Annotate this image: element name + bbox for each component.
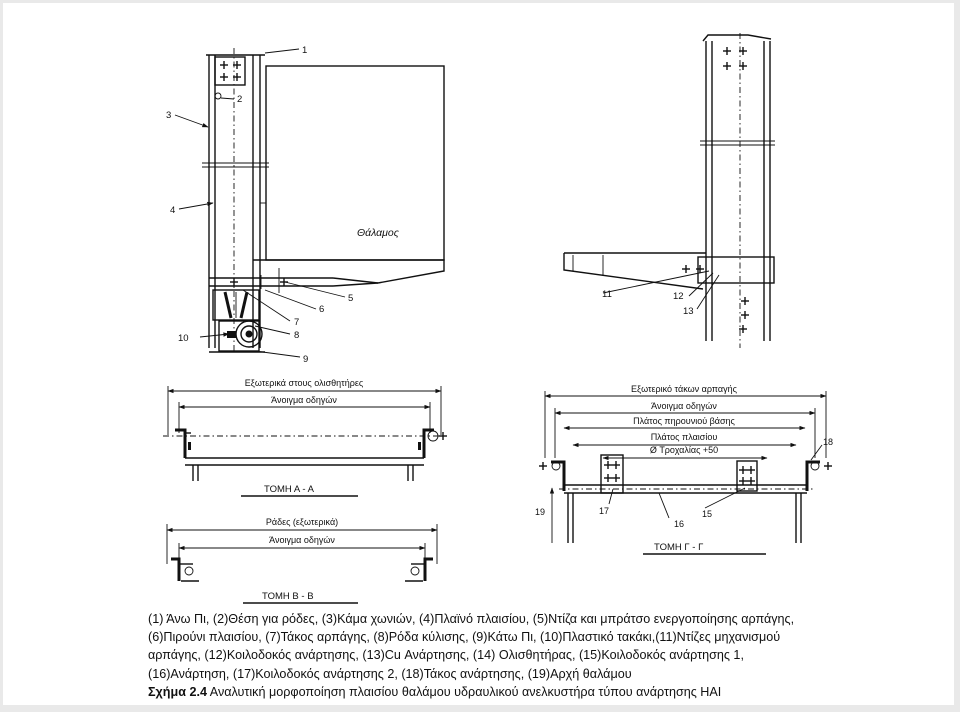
label-12: 12 [673, 291, 684, 302]
section-b-dim-guides: Άνοιγμα οδηγών [269, 535, 335, 545]
label-8: 8 [294, 330, 299, 341]
label-11: 11 [602, 289, 612, 300]
section-g-dim1: Εξωτερικό τάκων αρπαγής [631, 384, 738, 394]
section-g-dim2: Άνοιγμα οδηγών [651, 401, 717, 411]
label-3: 3 [166, 110, 171, 121]
side-elevation: Θάλαμος 1 2 3 4 5 6 7 [166, 45, 445, 365]
technical-drawing: Θάλαμος 1 2 3 4 5 6 7 [163, 33, 833, 604]
label-15: 15 [702, 509, 712, 519]
rail-elevation: 11 12 13 [563, 33, 775, 348]
section-b-dim-outer: Ράδες (εξωτερικά) [266, 517, 338, 527]
section-b-title: ΤΟΜΗ Β - Β [262, 591, 314, 602]
label-7: 7 [294, 317, 299, 328]
section-a-title: ΤΟΜΗ Α - Α [264, 484, 315, 495]
label-6: 6 [319, 304, 324, 315]
section-g-dim5: Ø Τροχαλίας +50 [650, 445, 718, 455]
label-10: 10 [178, 333, 189, 344]
figure-caption: (1) Άνω Πι, (2)Θέση για ρόδες, (3)Κάμα χ… [148, 610, 908, 701]
section-a-dim-outer: Εξωτερικά στους ολισθητήρες [245, 378, 364, 388]
section-g: Εξωτερικό τάκων αρπαγής Άνοιγμα οδηγών Π… [535, 384, 833, 555]
label-17: 17 [599, 506, 609, 516]
label-13: 13 [683, 306, 694, 317]
caption-title-line: Σχήμα 2.4 Αναλυτική μορφοποίηση πλαισίου… [148, 683, 908, 701]
label-1: 1 [302, 45, 307, 56]
label-9: 9 [303, 354, 308, 365]
label-2: 2 [237, 94, 242, 105]
label-19: 19 [535, 507, 545, 517]
section-a: Εξωτερικά στους ολισθητήρες Άνοιγμα οδηγ… [163, 378, 448, 497]
figure-number: Σχήμα 2.4 [148, 684, 207, 699]
section-b: Ράδες (εξωτερικά) Άνοιγμα οδηγών ΤΟΜΗ Β … [166, 517, 438, 604]
page: Θάλαμος 1 2 3 4 5 6 7 [3, 3, 954, 705]
figure-title: Αναλυτική μορφοποίηση πλαισίου θαλάμου υ… [206, 684, 722, 699]
label-16: 16 [674, 519, 684, 529]
caption-line-4: (16)Ανάρτηση, (17)Κοιλοδοκός ανάρτησης 2… [148, 666, 632, 681]
label-5: 5 [348, 293, 353, 304]
caption-line-1: (1) Άνω Πι, (2)Θέση για ρόδες, (3)Κάμα χ… [148, 612, 795, 626]
label-18: 18 [823, 437, 833, 447]
section-g-title: ΤΟΜΗ Γ - Γ [654, 542, 703, 553]
caption-line-2: (6)Πιρούνι πλαισίου, (7)Τάκος αρπάγης, (… [148, 630, 781, 645]
section-g-dim3: Πλάτος πηρουνιού βάσης [633, 416, 735, 426]
section-a-dim-guides: Άνοιγμα οδηγών [271, 395, 337, 405]
section-g-dim4: Πλάτος πλαισίου [651, 432, 718, 442]
cabin-label: Θάλαμος [357, 227, 400, 239]
label-4: 4 [170, 205, 175, 216]
caption-line-3: αρπάγης, (12)Κοιλοδοκός ανάρτησης, (13)C… [148, 648, 744, 663]
